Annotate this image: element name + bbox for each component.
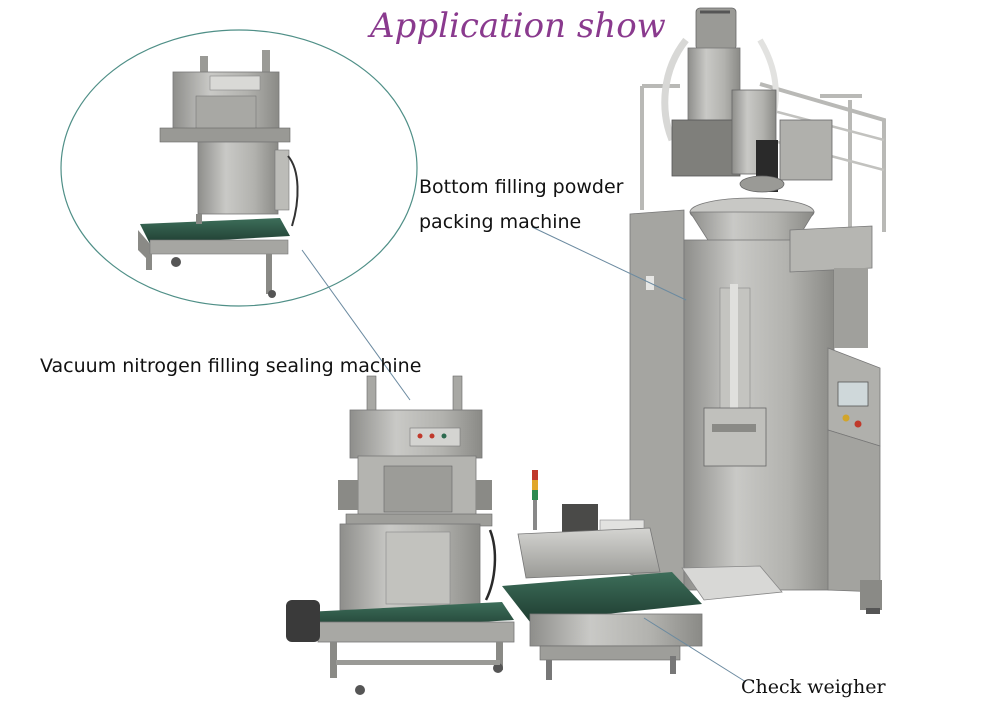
page-title: Application show (370, 6, 666, 46)
label-vacuum-nitrogen: Vacuum nitrogen filling sealing machine (40, 355, 422, 377)
inset-ellipse (60, 29, 418, 307)
label-check-weigher: Check weigher (741, 676, 886, 698)
leader-lines (301, 226, 747, 683)
inset-vacuum-machine (138, 50, 299, 298)
label-bottom-filling-line2: packing machine (419, 211, 582, 233)
vacuum-nitrogen-machine (286, 375, 515, 695)
check-weigher (502, 470, 703, 680)
label-bottom-filling-line1: Bottom filling powder (419, 176, 624, 198)
bottom-filling-machine (629, 7, 886, 614)
